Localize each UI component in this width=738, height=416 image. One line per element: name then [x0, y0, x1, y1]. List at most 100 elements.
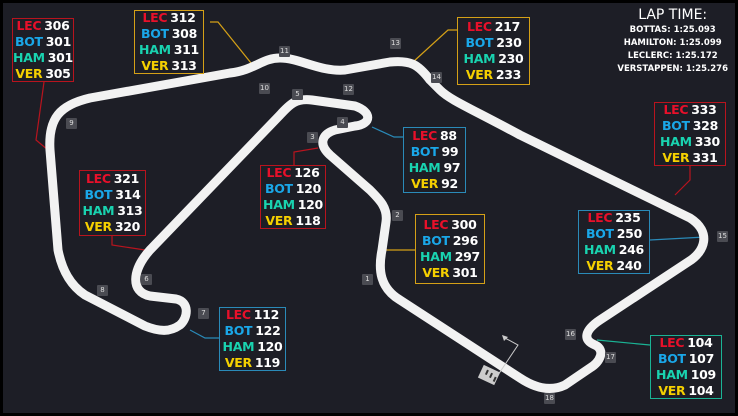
speed-value: 104: [688, 383, 714, 398]
driver-code: VER: [411, 176, 439, 191]
turn-label: 5: [292, 89, 303, 100]
driver-code: VER: [586, 258, 614, 273]
driver-code: BOT: [84, 187, 113, 202]
driver-code: VER: [15, 66, 43, 81]
driver-code: HAM: [139, 42, 171, 57]
leader-line: [412, 29, 457, 63]
driver-code: LEC: [16, 18, 42, 33]
driver-code: BOT: [224, 323, 253, 338]
driver-code: LEC: [663, 102, 689, 117]
speed-value: 118: [295, 213, 321, 228]
speed-value: 313: [171, 58, 197, 73]
speed-value: 235: [615, 210, 641, 225]
driver-code: VER: [662, 150, 690, 165]
driver-code: HAM: [263, 197, 295, 212]
speed-value: 308: [171, 26, 198, 41]
speed-value: 250: [616, 226, 643, 241]
driver-code: VER: [84, 219, 112, 234]
speed-value: 321: [113, 171, 140, 186]
driver-code: VER: [224, 355, 252, 370]
driver-code: HAM: [660, 134, 692, 149]
turn-label: 18: [544, 393, 555, 404]
driver-code: BOT: [465, 35, 494, 50]
speed-value: 297: [454, 249, 481, 264]
driver-code: HAM: [13, 50, 45, 65]
speed-value: 230: [498, 51, 524, 66]
driver-code: VER: [465, 67, 493, 82]
lap-time-title: LAP TIME:: [638, 7, 708, 23]
speed-value: 122: [255, 323, 281, 338]
leader-line: [649, 236, 706, 241]
speed-value: 240: [616, 258, 642, 273]
turn-label: 13: [390, 38, 401, 49]
speed-value: 312: [170, 10, 196, 25]
leader-line: [189, 329, 219, 339]
speed-value: 112: [253, 307, 280, 322]
speed-value: 300: [451, 217, 477, 232]
leader-line: [210, 21, 256, 69]
turn-label: 11: [279, 46, 290, 57]
turn-label: 9: [66, 118, 77, 129]
leader-line: [674, 166, 691, 196]
driver-code: LEC: [142, 10, 168, 25]
leader-line: [371, 126, 403, 138]
driver-code: HAM: [463, 51, 496, 66]
turn-label: 2: [392, 210, 403, 221]
speed-value: 331: [692, 150, 718, 165]
driver-code: LEC: [412, 128, 437, 143]
driver-code: BOT: [662, 118, 690, 133]
leader-line: [293, 147, 319, 165]
turn-label: 16: [565, 329, 576, 340]
track-outline: [45, 53, 709, 393]
speed-value: 246: [618, 242, 645, 257]
speed-value: 311: [173, 42, 200, 57]
speed-value: 301: [47, 50, 74, 65]
speed-value: 97: [443, 160, 461, 175]
speed-value: 330: [694, 134, 721, 149]
driver-code: HAM: [408, 160, 441, 175]
speed-value: 120: [257, 339, 283, 354]
turn-label: 10: [259, 83, 270, 94]
turn-label: 17: [605, 352, 616, 363]
driver-code: LEC: [587, 210, 613, 225]
start-finish-flag-icon: [477, 335, 519, 386]
turn-label: 1: [362, 274, 373, 285]
driver-code: VER: [265, 213, 293, 228]
speed-value: 301: [45, 34, 72, 49]
speed-value: 107: [688, 351, 715, 366]
driver-code: BOT: [141, 26, 169, 41]
driver-code: BOT: [265, 181, 293, 196]
turn-label: 3: [307, 132, 318, 143]
driver-code: HAM: [420, 249, 452, 264]
driver-code: VER: [658, 383, 686, 398]
speed-value: 230: [496, 35, 522, 50]
